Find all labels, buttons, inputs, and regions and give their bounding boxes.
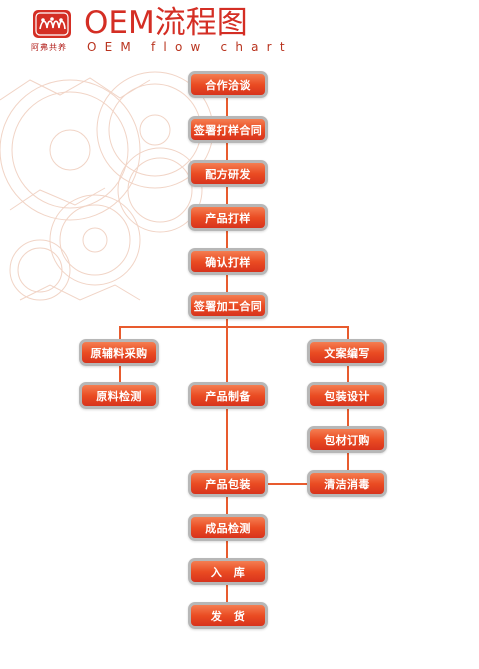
connector-branch-horizontal	[120, 326, 348, 328]
step-label: 配方研发	[205, 167, 251, 181]
step-label: 产品包装	[205, 477, 251, 491]
step-shipping: 发 货	[188, 602, 268, 629]
connector-main-vertical	[226, 96, 228, 614]
step-label: 签署加工合同	[193, 299, 263, 313]
step-label: 产品制备	[205, 389, 251, 403]
step-label: 签署打样合同	[193, 123, 263, 137]
step-product-packaging: 产品包装	[188, 470, 268, 497]
step-raw-material-testing: 原料检测	[79, 382, 159, 409]
step-label: 包材订购	[324, 433, 370, 447]
page-title: OEM流程图	[84, 5, 248, 41]
brand-logo-icon	[33, 10, 71, 38]
page-subtitle: OEM flow chart	[87, 40, 293, 54]
step-label: 发 货	[210, 609, 246, 623]
step-confirm-sample: 确认打样	[188, 248, 268, 275]
step-product-sample: 产品打样	[188, 204, 268, 231]
step-warehousing: 入 库	[188, 558, 268, 585]
logo-caption: 阿弗共养	[31, 43, 67, 52]
step-finished-product-testing: 成品检测	[188, 514, 268, 541]
step-label: 清洁消毒	[324, 477, 370, 491]
step-packaging-material-order: 包材订购	[307, 426, 387, 453]
step-cleaning-disinfection: 清洁消毒	[307, 470, 387, 497]
step-label: 成品检测	[205, 521, 251, 535]
step-product-manufacturing: 产品制备	[188, 382, 268, 409]
step-label: 原料检测	[96, 389, 142, 403]
step-label: 确认打样	[205, 255, 251, 269]
step-raw-material-purchase: 原辅料采购	[79, 339, 159, 366]
step-packaging-design: 包装设计	[307, 382, 387, 409]
step-label: 文案编写	[324, 346, 370, 360]
step-sign-sample-contract: 签署打样合同	[188, 116, 268, 143]
step-label: 入 库	[210, 565, 246, 579]
step-label: 包装设计	[324, 389, 370, 403]
step-cooperation-talk: 合作洽谈	[188, 71, 268, 98]
step-formula-rd: 配方研发	[188, 160, 268, 187]
step-sign-processing-contract: 签署加工合同	[188, 292, 268, 319]
step-label: 原辅料采购	[90, 346, 148, 360]
connector-cleaning-to-packaging	[228, 483, 348, 485]
step-copywriting: 文案编写	[307, 339, 387, 366]
step-label: 合作洽谈	[205, 78, 251, 92]
step-label: 产品打样	[205, 211, 251, 225]
